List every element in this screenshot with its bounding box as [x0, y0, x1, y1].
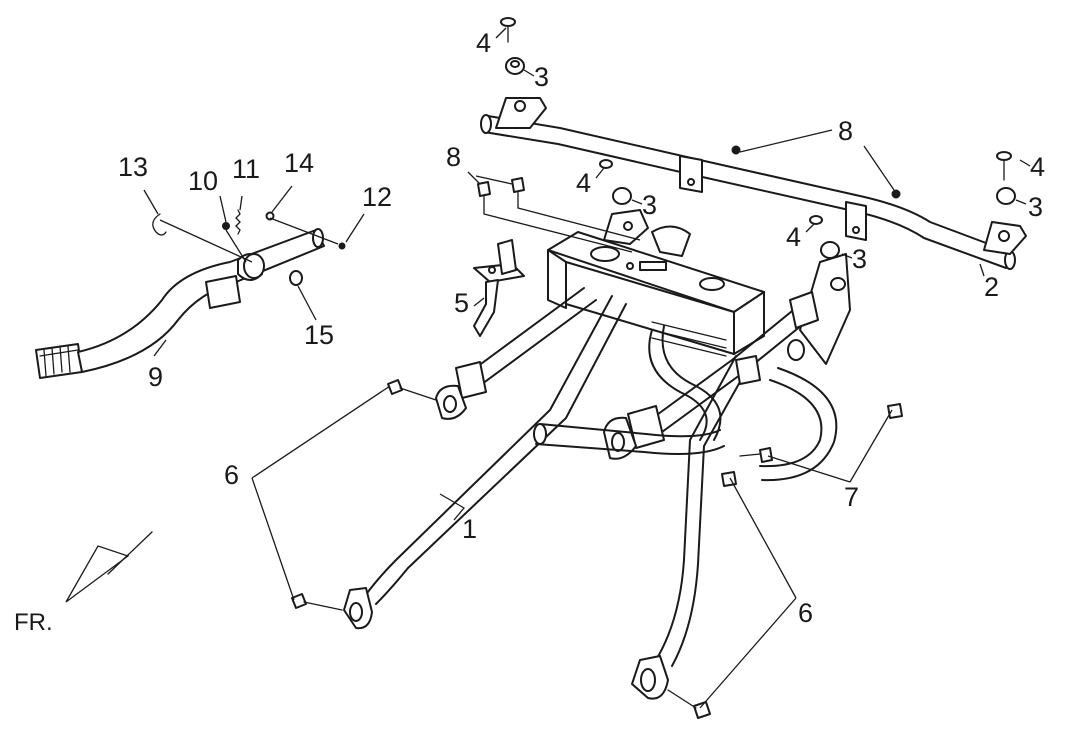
callout-6b: 6 — [798, 598, 813, 628]
leader-lines — [143, 27, 1031, 709]
callout-11: 11 — [232, 154, 260, 184]
spring-11 — [235, 209, 241, 235]
mounting-hardware — [500, 17, 1016, 259]
bolt-6a — [387, 379, 403, 395]
callout-10: 10 — [188, 166, 218, 196]
small-bracket — [473, 239, 525, 337]
callout-9: 9 — [148, 362, 163, 392]
upper-cross-tube — [480, 97, 1027, 270]
pedal-hardware — [152, 209, 346, 286]
callout-2: 2 — [984, 272, 999, 302]
callout-8a: 8 — [446, 142, 461, 172]
nut-12 — [338, 242, 346, 250]
bushing-3b — [612, 187, 632, 205]
cap-4a — [500, 17, 516, 27]
bushing-3d — [996, 187, 1016, 205]
bolt-7b — [759, 447, 773, 463]
callout-3d: 3 — [1028, 192, 1043, 222]
subframe — [343, 225, 851, 700]
bolt-6b — [291, 593, 307, 609]
bolt-10 — [222, 222, 230, 230]
callout-13: 13 — [118, 152, 148, 182]
callout-4c: 4 — [786, 222, 801, 252]
bushing-15 — [289, 270, 303, 286]
callout-4d: 4 — [1030, 152, 1045, 182]
cap-4d — [996, 151, 1012, 161]
callout-15: 15 — [304, 320, 334, 350]
front-label: FR. — [14, 609, 53, 636]
callout-4b: 4 — [576, 168, 591, 198]
cap-4c — [809, 215, 823, 225]
cap-4b — [599, 159, 613, 169]
callout-3b: 3 — [642, 190, 657, 220]
bolt-6d — [693, 701, 711, 719]
bolt-8b — [511, 177, 525, 193]
bushing-3c — [820, 241, 840, 259]
callout-3c: 3 — [852, 244, 867, 274]
brake-pedal — [35, 228, 325, 379]
callout-8b: 8 — [838, 116, 853, 146]
callout-4a: 4 — [476, 28, 491, 58]
bolt-8a — [477, 181, 491, 197]
bolt-8d — [891, 189, 901, 199]
bolt-8c — [731, 145, 741, 155]
bolt-7a — [887, 403, 903, 419]
washer-14 — [265, 211, 275, 221]
bolts — [291, 145, 903, 719]
callout-12: 12 — [362, 182, 392, 212]
callout-14: 14 — [284, 148, 314, 178]
callout-7: 7 — [844, 482, 859, 512]
callout-6a: 6 — [224, 460, 239, 490]
callout-5: 5 — [454, 288, 469, 318]
callout-3a: 3 — [534, 62, 549, 92]
front-direction-arrow: FR. — [14, 531, 153, 636]
clip-13 — [152, 213, 167, 236]
callout-1: 1 — [462, 514, 477, 544]
callout-labels: 1 2 3 3 3 3 4 4 4 4 5 6 6 7 8 8 9 10 11 … — [118, 28, 1045, 628]
